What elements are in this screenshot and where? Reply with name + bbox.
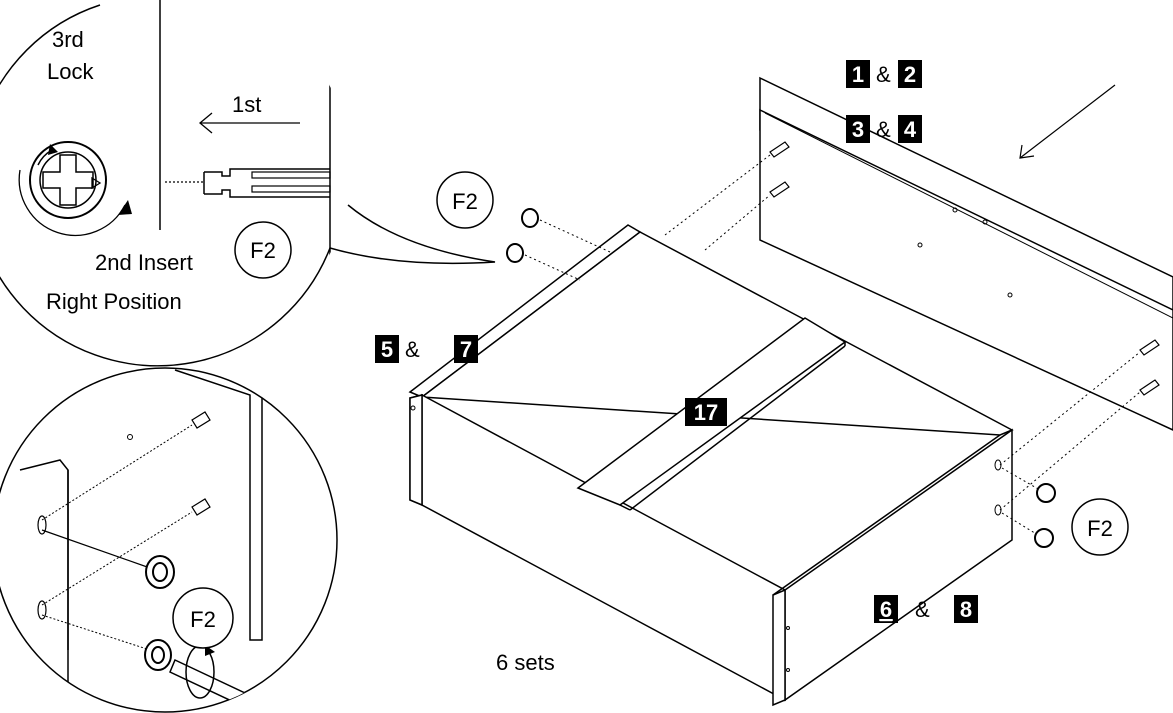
dowel-pin-icon — [769, 141, 1160, 396]
svg-text:7: 7 — [460, 337, 472, 362]
step-lock-label-2: Lock — [47, 59, 94, 84]
rotation-arrow-icon — [18, 169, 126, 237]
svg-text:F2: F2 — [452, 189, 478, 214]
svg-text:4: 4 — [904, 117, 917, 142]
cam-fitting-icon — [145, 555, 175, 589]
dowel-icon — [165, 168, 331, 198]
cam-lock-icon — [29, 141, 107, 219]
step-insert-label-2: Right Position — [46, 289, 182, 314]
cam-fitting-icon-2 — [144, 639, 172, 671]
svg-text:6: 6 — [880, 597, 892, 622]
part-label-center: 17 — [685, 398, 727, 426]
fitting-badge-right: F2 — [1071, 498, 1129, 556]
part-label-side: 5 & 7 — [375, 335, 478, 363]
part-label-back: 1 & 2 3 & 4 — [846, 60, 922, 143]
part-label-front: 6 & 8 — [874, 595, 978, 623]
svg-text:5: 5 — [381, 337, 393, 362]
svg-text:&: & — [876, 62, 891, 87]
cam-fitting-right-icon — [1034, 483, 1056, 548]
step-lock-label: 3rd — [52, 27, 84, 52]
insert-direction-arrow-icon — [198, 112, 300, 134]
fitting-badge-left: F2 — [436, 171, 494, 229]
svg-text:3: 3 — [852, 117, 864, 142]
svg-text:1: 1 — [852, 62, 864, 87]
svg-text:&: & — [405, 337, 420, 362]
svg-text:&: & — [915, 597, 930, 622]
guide-lines — [524, 154, 1141, 536]
fitting-badge-bottom: F2 — [172, 587, 234, 649]
svg-text:F2: F2 — [190, 607, 216, 632]
quantity-label: 6 sets — [496, 650, 555, 675]
svg-text:2: 2 — [904, 62, 916, 87]
svg-text:&: & — [876, 117, 891, 142]
svg-text:F2: F2 — [1087, 516, 1113, 541]
assembly-direction-arrow-icon — [1019, 84, 1116, 159]
svg-text:F2: F2 — [250, 238, 276, 263]
step-first-label: 1st — [232, 92, 261, 117]
fitting-badge: F2 — [234, 221, 292, 279]
cam-fitting-left-icon — [506, 208, 539, 263]
svg-text:8: 8 — [960, 597, 972, 622]
svg-text:17: 17 — [694, 400, 718, 425]
callout-top: 3rd Lock 1st 2nd Insert Right Position F… — [0, 0, 496, 367]
step-insert-label: 2nd Insert — [95, 250, 193, 275]
screwdriver-icon — [169, 645, 261, 712]
callout-bottom: F2 — [0, 367, 338, 713]
